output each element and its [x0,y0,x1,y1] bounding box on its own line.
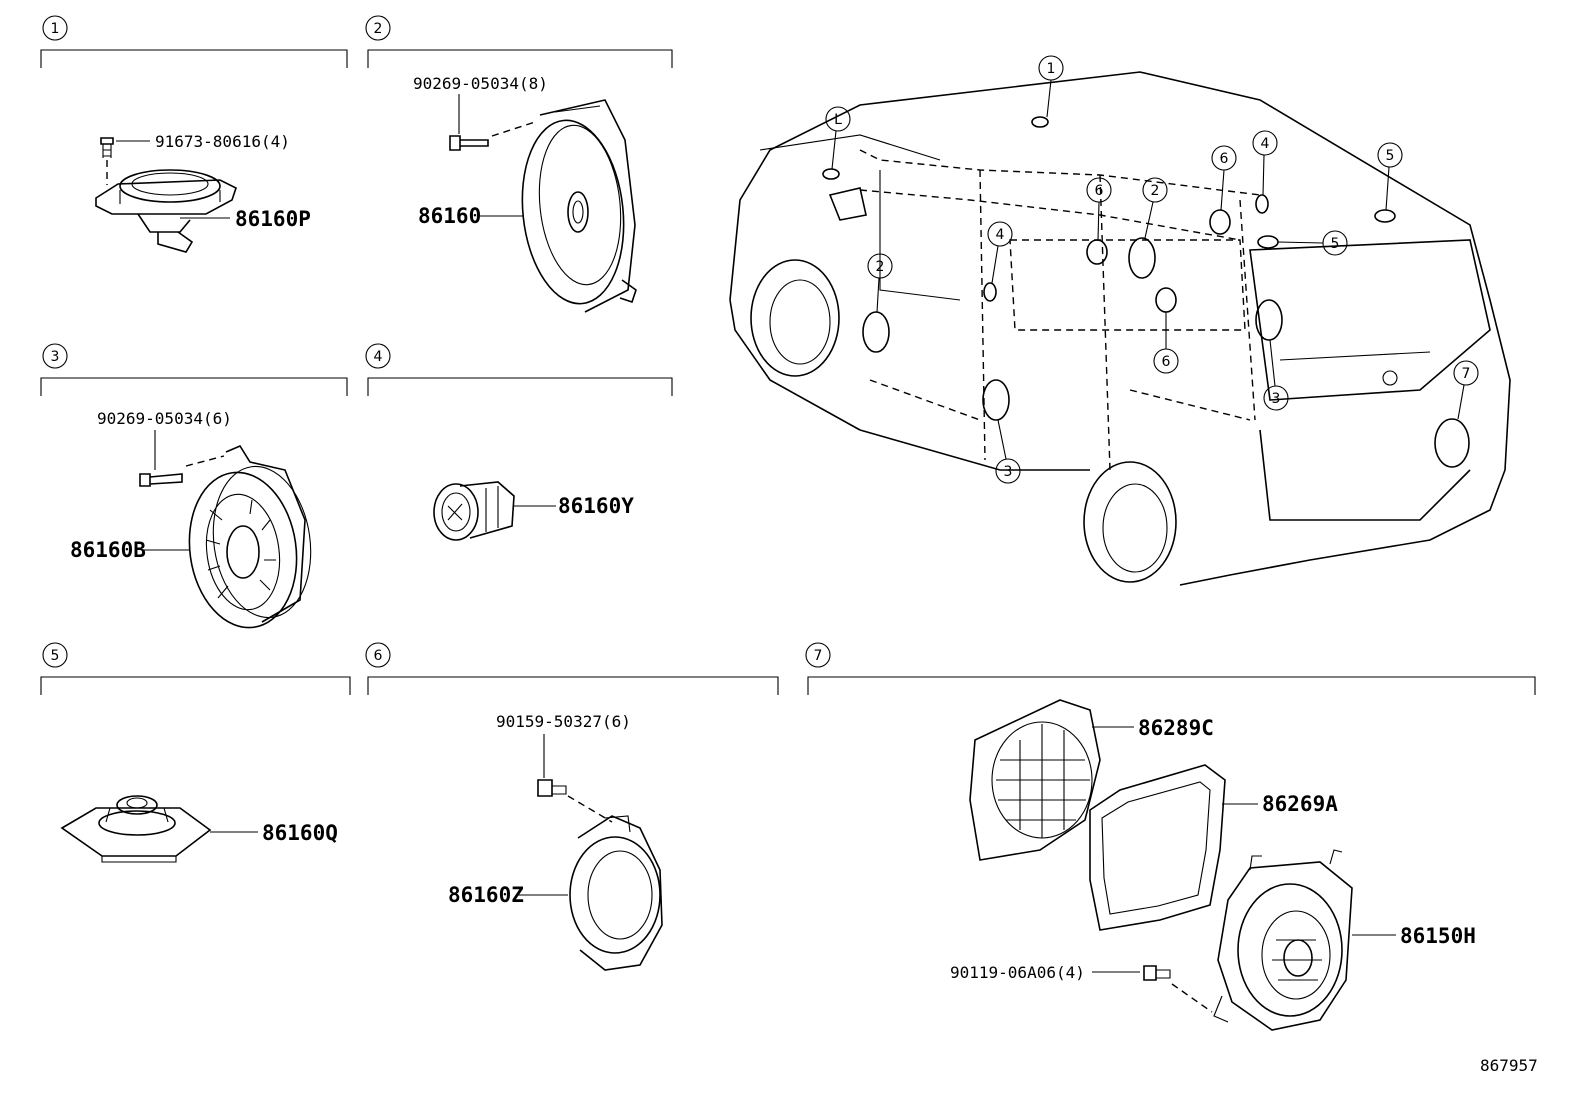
svg-text:7: 7 [814,648,823,664]
section-7-header: 7 [805,642,1536,695]
svg-text:6: 6 [374,648,383,664]
vehicle-callout-4-right: 4 [1252,130,1278,196]
section-6-header: 6 [365,642,779,695]
speaker-86160y-drawing [433,481,515,541]
vehicle-outline [729,71,1511,586]
svg-text:5: 5 [1386,148,1395,164]
vehicle-callout-l: L [825,106,851,170]
vehicle-callout-3-right: 3 [1263,339,1289,411]
speaker-86160q-drawing [60,795,212,863]
svg-text:1: 1 [1047,61,1056,77]
svg-text:4: 4 [996,227,1005,243]
part-86289c: 86289C [1138,716,1214,740]
part-86160q: 86160Q [262,821,338,845]
screw-90119-drawing [1143,965,1213,1013]
svg-text:1: 1 [51,21,60,37]
svg-text:3: 3 [51,349,60,365]
svg-text:2: 2 [876,259,885,275]
svg-text:3: 3 [1004,464,1013,480]
section-5-header: 5 [40,642,351,695]
part-86160: 86160 [418,204,481,228]
part-86150h: 86150H [1400,924,1476,948]
vehicle-callout-7: 7 [1453,360,1479,420]
spacer-ring-86269a-drawing [1089,764,1226,931]
part-90159-50327: 90159-50327(6) [496,712,631,731]
svg-text:2: 2 [1151,183,1160,199]
tweeter-86160p-drawing [95,137,237,253]
vehicle-callout-6-c: 6 [1153,312,1179,374]
vehicle-callout-2-rear: 2 [1142,177,1168,239]
part-90269-05034-8: 90269-05034(8) [413,74,548,93]
vehicle-callout-3-left: 3 [995,419,1021,484]
vehicle-callout-1: 1 [1038,55,1064,118]
svg-text:L: L [834,112,842,128]
part-86269a: 86269A [1262,792,1338,816]
part-86160p: 86160P [235,207,311,231]
section-3-header: 3 [40,343,348,396]
part-91673-80616: 91673-80616(4) [155,132,290,151]
svg-text:5: 5 [1331,236,1340,252]
vehicle-callout-6-b: 6 [1211,145,1237,211]
svg-text:3: 3 [1272,391,1281,407]
part-90119-06a06: 90119-06A06(4) [950,963,1085,982]
svg-text:6: 6 [1162,354,1171,370]
svg-text:7: 7 [1462,366,1471,382]
part-86160b: 86160B [70,538,146,562]
section-1-header: 1 [40,15,348,68]
part-90269-05034-6: 90269-05034(6) [97,409,232,428]
svg-text:4: 4 [1261,136,1270,152]
svg-text:6: 6 [1095,183,1104,199]
part-86160z: 86160Z [448,883,524,907]
diagram-id: 867957 [1480,1056,1538,1075]
section-2-header: 2 [365,15,673,68]
svg-text:2: 2 [374,21,383,37]
part-86160y: 86160Y [558,494,634,518]
svg-text:6: 6 [1220,151,1229,167]
svg-text:5: 5 [51,648,60,664]
vehicle-callout-6-a: 6 [1086,177,1112,241]
speaker-86160b-drawing [139,444,312,629]
vehicle-callout-5-top: 5 [1377,142,1403,211]
vehicle-callout-5-mid: 5 [1277,230,1348,256]
svg-text:4: 4 [374,349,383,365]
vehicle-callout-2-front: 2 [867,253,893,313]
speaker-grille-86289c-drawing [969,699,1101,861]
speaker-86150h-drawing [1213,849,1353,1031]
door-speaker-86160-drawing [449,99,637,313]
vehicle-speaker-locations [822,116,1470,468]
vehicle-callout-4-left: 4 [987,221,1013,284]
section-4-header: 4 [365,343,673,396]
speaker-86160z-drawing [537,779,663,971]
